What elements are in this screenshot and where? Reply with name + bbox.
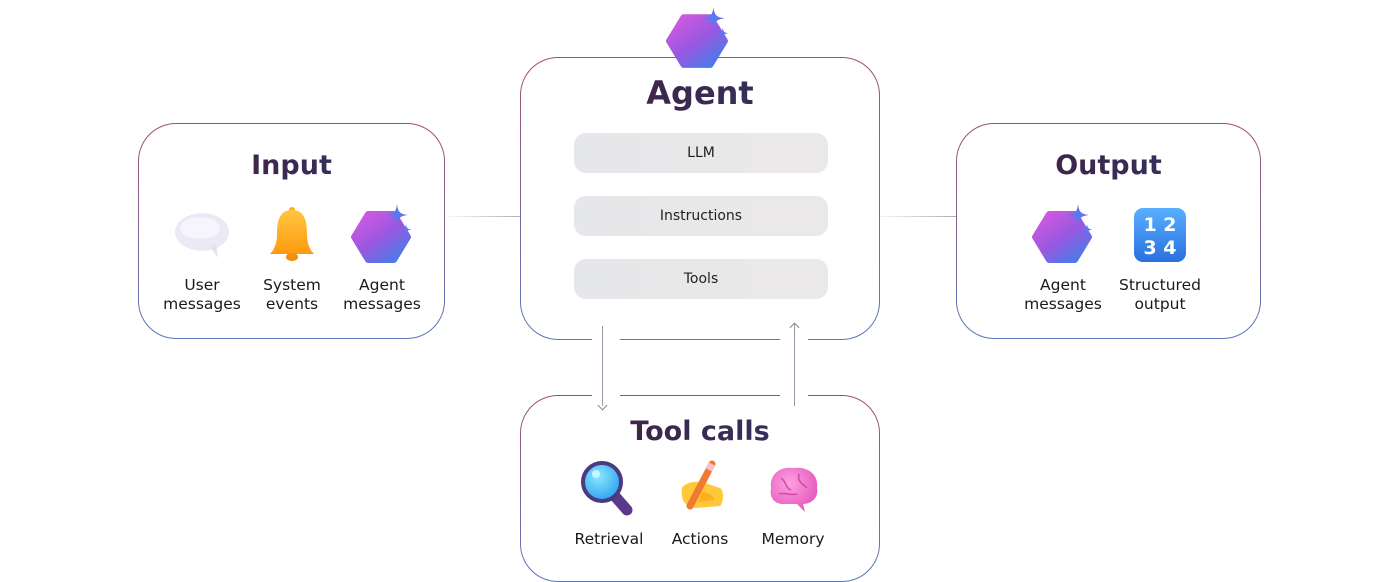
agent-component-tools: Tools [574,259,828,299]
agent-component-instructions: Instructions [574,196,828,236]
tool-label: Retrieval [574,530,644,548]
arrow-agent-to-tools [602,326,603,406]
label-line1: User [184,276,220,294]
label-line2: messages [163,295,241,313]
label-line2: output [1134,295,1186,313]
tool-item-memory: Memory [743,458,843,549]
agent-box: Agent LLM Instructions Tools [520,57,880,340]
svg-text:1 2: 1 2 [1143,214,1176,236]
bell-icon [260,204,324,268]
arrow-tools-to-agent [794,324,795,406]
agent-hexagon-icon [350,204,414,268]
tool-item-retrieval: Retrieval [559,458,659,549]
brain-icon [761,458,825,522]
output-title: Output [957,150,1260,181]
label-line2: messages [343,295,421,313]
tool-item-actions: Actions [650,458,750,549]
label-line1: Agent [359,276,405,294]
label-line1: Agent [1040,276,1086,294]
label-line2: messages [1024,295,1102,313]
label-line1: System [263,276,321,294]
arrow-agent-to-output [870,216,975,217]
tool-calls-box: Tool calls Retrieval Actions Memory [520,395,880,582]
tool-label: Memory [761,530,825,548]
tool-label: Actions [671,530,729,548]
arrow-input-to-agent [440,216,540,217]
agent-title: Agent [521,74,879,112]
svg-text:3 4: 3 4 [1143,237,1176,259]
writing-hand-icon [668,458,732,522]
tool-calls-title: Tool calls [521,416,879,447]
agent-hexagon-icon [1031,204,1095,268]
magnifying-glass-icon [577,458,641,522]
agent-component-llm: LLM [574,133,828,173]
input-title: Input [139,150,444,181]
label-line1: Structured [1119,276,1201,294]
label-line2: events [265,295,319,313]
speech-bubble-icon [170,204,234,268]
agent-hexagon-icon [665,7,731,73]
connector-gap [592,330,620,405]
